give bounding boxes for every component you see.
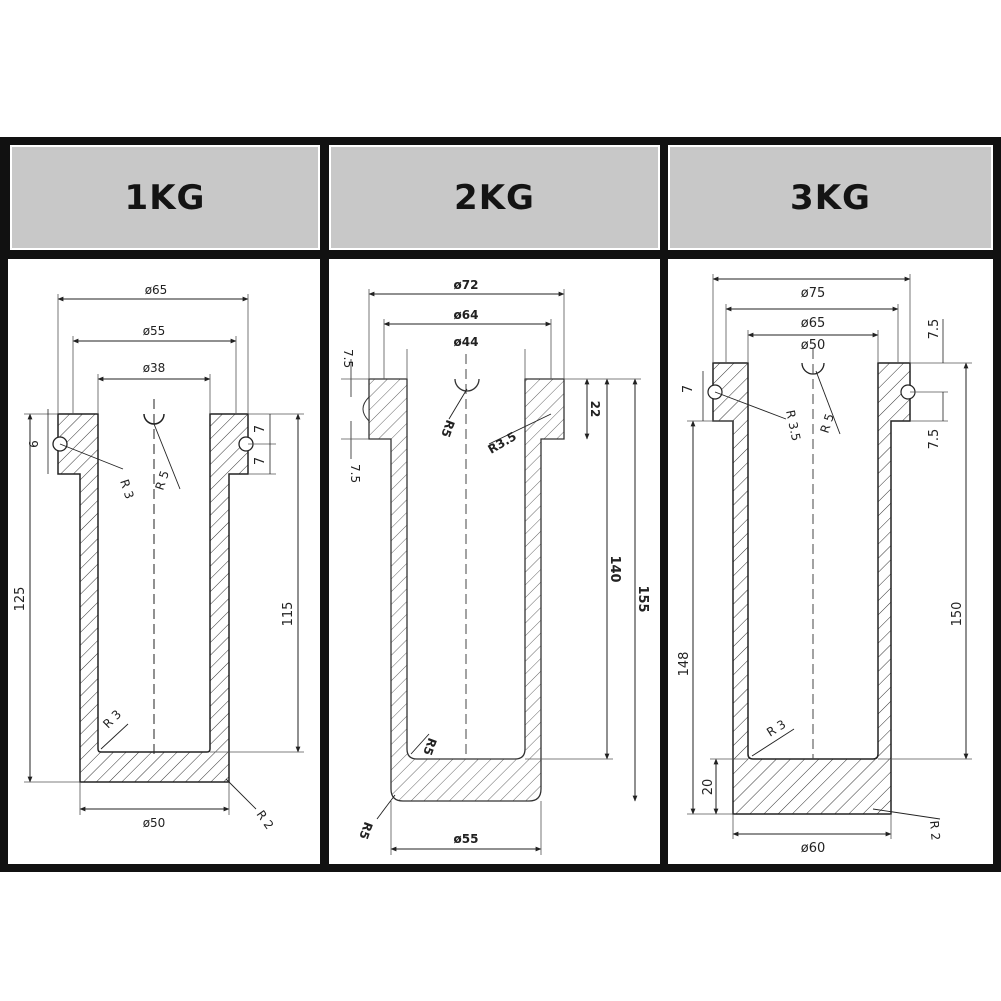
crucible-body-1kg (57, 413, 249, 783)
radius-outer: R5 (356, 820, 375, 841)
header-2kg: 2KG (329, 145, 660, 250)
crucible-drawing-2kg: ø72 ø64 ø44 ø55 7.5 7.5 22 140 (341, 278, 650, 855)
dim-inner-height: 115 (281, 602, 296, 627)
dim-low-band: 7.5 (348, 464, 362, 483)
crucible-drawing-3kg: ø75 ø65 ø50 ø60 148 20 7 (677, 274, 972, 856)
dim-outer: ø72 (454, 278, 479, 292)
header-title: 3KG (790, 177, 871, 218)
dim-mid: ø65 (801, 316, 826, 331)
drawing-cell-1kg: ø65 ø55 ø38 ø50 125 6 (8, 259, 320, 864)
crucible-drawing-table: 1KG 2KG 3KG (0, 137, 1001, 872)
dim-low-band: 7 (253, 457, 268, 465)
dim-groove: 6 (27, 440, 41, 448)
dim-inner-height: 140 (607, 555, 622, 582)
dim-top-band: 7.5 (927, 319, 942, 340)
dim-base: 20 (701, 779, 716, 796)
radius-groove: R 3 (117, 478, 136, 501)
radius-inner: R5 (420, 736, 439, 757)
dim-inner-height: 150 (950, 602, 965, 627)
dim-flange: 22 (588, 401, 602, 418)
crucible-body-3kg (712, 362, 911, 815)
crucible-drawing-1kg: ø65 ø55 ø38 ø50 125 6 (13, 283, 304, 832)
dim-low-band: 7.5 (927, 429, 942, 450)
dim-top-band: 7 (253, 425, 268, 433)
radius-outer: R 2 (254, 808, 277, 832)
radius-groove: R 3.5 (783, 409, 803, 442)
dim-total-height: 148 (677, 652, 692, 677)
radius-inner: R 3 (764, 717, 788, 739)
dim-groove: 7 (681, 385, 696, 393)
dim-inner: ø50 (801, 338, 826, 353)
dim-bottom: ø50 (143, 816, 166, 830)
dim-bottom: ø60 (801, 841, 826, 856)
crucible-body-2kg (368, 378, 565, 802)
dim-mid: ø55 (143, 324, 166, 338)
dim-inner: ø44 (454, 335, 479, 349)
dim-outer: ø65 (145, 283, 168, 297)
header-1kg: 1KG (10, 145, 320, 250)
radius-flange: R3.5 (486, 429, 519, 456)
drawing-cell-2kg: ø72 ø64 ø44 ø55 7.5 7.5 22 140 (329, 259, 660, 864)
dim-inner: ø38 (143, 361, 166, 375)
radius-inner: R 3 (100, 707, 124, 731)
dim-outer: ø75 (801, 286, 826, 301)
radius-notch: R5 (438, 418, 457, 439)
header-title: 2KG (454, 177, 535, 218)
header-3kg: 3KG (668, 145, 993, 250)
radius-notch: R 5 (818, 412, 837, 435)
radius-outer: R 2 (927, 820, 943, 841)
dim-total-height: 125 (13, 587, 28, 612)
dim-mid: ø64 (454, 308, 479, 322)
dim-bottom: ø55 (454, 832, 479, 846)
dim-top-band: 7.5 (341, 349, 355, 368)
header-title: 1KG (124, 177, 206, 218)
dim-total-height: 155 (635, 585, 650, 612)
radius-notch: R 5 (153, 469, 172, 492)
drawing-cell-3kg: ø75 ø65 ø50 ø60 148 20 7 (668, 259, 993, 864)
